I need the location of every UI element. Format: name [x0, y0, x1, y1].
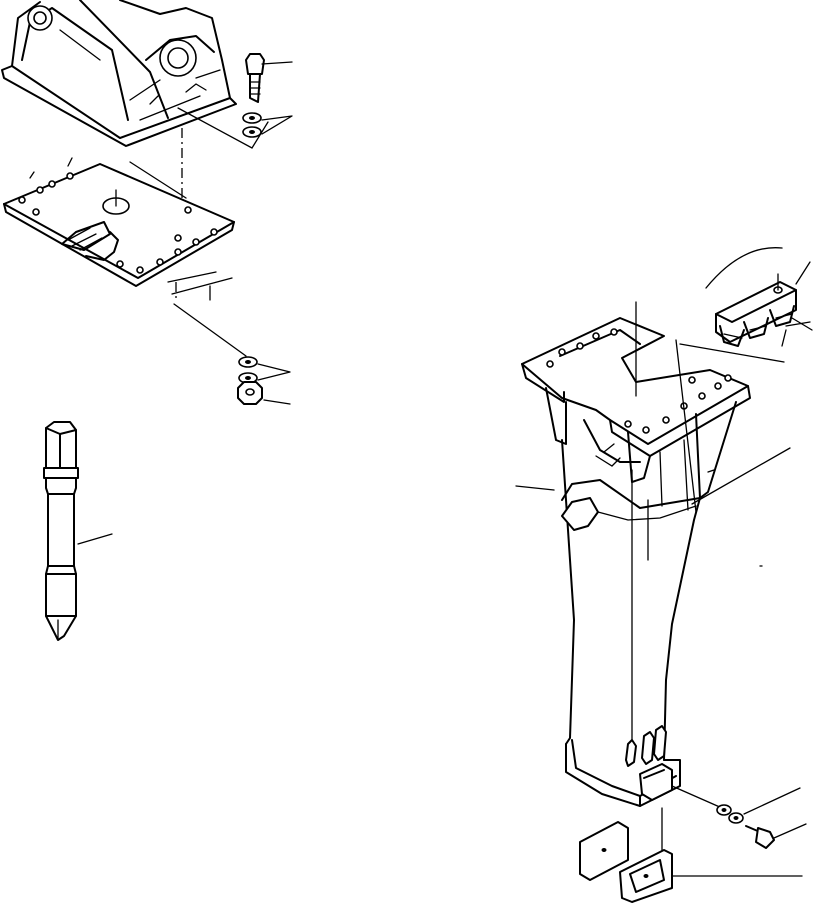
- leader-top-arc: [706, 248, 782, 288]
- lower-washer-pair: [239, 357, 290, 383]
- small-pad-plate: [580, 822, 628, 880]
- side-cover-plate: [620, 850, 802, 902]
- leader-plate: [168, 272, 246, 356]
- bottom-washers: [717, 788, 800, 823]
- adapter-plate: [4, 158, 234, 286]
- leader-housing: [516, 302, 790, 512]
- leader-bottom: [662, 786, 722, 862]
- bottom-bolt: [746, 824, 806, 848]
- chisel-tool: [44, 422, 112, 640]
- breaker-housing: [522, 318, 750, 806]
- mounting-bolt: [246, 54, 292, 102]
- mounting-bracket: [2, 0, 236, 146]
- washer-pair: [178, 108, 292, 148]
- hex-nut: [238, 382, 290, 404]
- plate-bushing: [62, 190, 129, 260]
- bottom-wear-plate: [640, 764, 672, 800]
- hose-bracket-block: [716, 262, 812, 346]
